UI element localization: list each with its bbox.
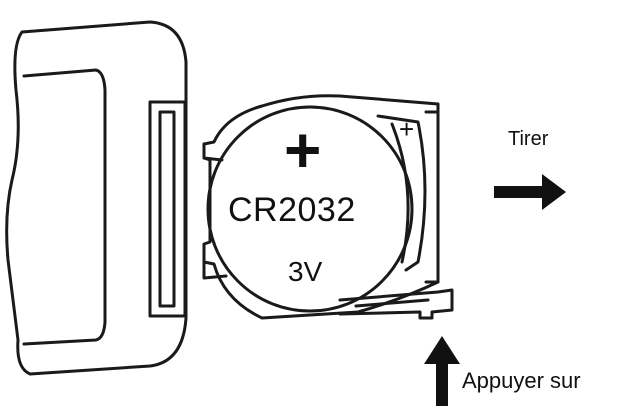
remote-inner-panel xyxy=(22,68,107,346)
remote-slot-inner xyxy=(158,110,176,308)
latch-tab xyxy=(338,288,454,320)
coin-cell xyxy=(206,105,414,313)
tray-clip-bottom xyxy=(202,260,228,280)
tray-clip-top xyxy=(202,142,224,162)
battery-polarity-label: + xyxy=(284,114,322,186)
press-label: Appuyer sur xyxy=(462,368,581,393)
battery-model-label: CR2032 xyxy=(228,191,356,229)
holder-spring-contact xyxy=(376,114,427,272)
holder-polarity-label: + xyxy=(399,114,415,144)
holder-right-rail xyxy=(424,110,440,284)
remote-slot xyxy=(148,100,187,318)
press-arrow-icon xyxy=(424,336,460,406)
pull-label: Tirer xyxy=(508,128,549,150)
latch-line xyxy=(354,298,430,308)
remote-body xyxy=(5,20,188,376)
battery-tray xyxy=(202,94,440,320)
pull-arrow-icon xyxy=(494,174,566,210)
holder-spring-inner xyxy=(390,122,410,264)
battery-voltage-label: 3V xyxy=(288,256,323,287)
